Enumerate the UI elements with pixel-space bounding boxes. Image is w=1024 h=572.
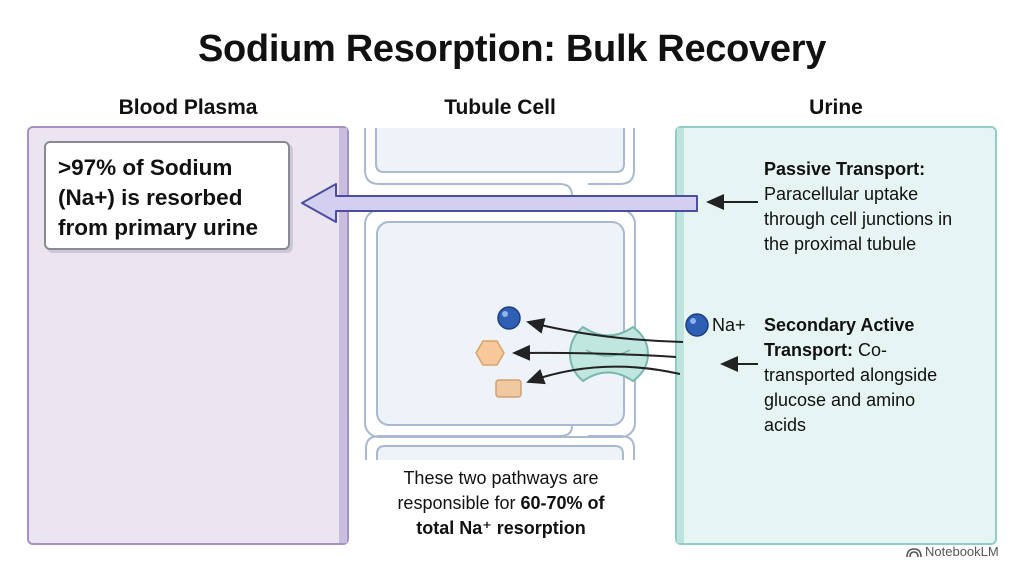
brand-label: NotebookLM bbox=[925, 544, 999, 559]
active-line-3: transported alongside bbox=[764, 365, 938, 385]
blood-membrane-stripe bbox=[339, 128, 347, 543]
blood-resorption-callout: >97% of Sodium (Na+) is resorbed from pr… bbox=[44, 141, 290, 250]
urine-heading: Urine bbox=[809, 96, 863, 119]
sodium-ion-highlight bbox=[502, 311, 508, 317]
passive-line-1: Paracellular uptake bbox=[764, 184, 919, 204]
active-line-2-rest: Co- bbox=[853, 340, 888, 360]
active-transport-label: Secondary Active Transport: Co- transpor… bbox=[764, 313, 937, 438]
sodium-ion-label: Na+ bbox=[712, 315, 746, 335]
blood-plasma-heading: Blood Plasma bbox=[118, 96, 258, 119]
active-heading-line-2: Transport: bbox=[764, 340, 854, 360]
callout-line-1: >97% of Sodium bbox=[58, 155, 233, 180]
urine-membrane-stripe bbox=[677, 128, 684, 543]
note-line-2-prefix: responsible for bbox=[397, 493, 521, 513]
sodium-ion-icon bbox=[497, 306, 521, 330]
note-line-2-bold: 60-70% of bbox=[520, 493, 605, 513]
glucose-flow-arrow bbox=[512, 344, 677, 361]
note-line-1: These two pathways are bbox=[403, 468, 599, 488]
pathways-summary-note: These two pathways are responsible for 6… bbox=[366, 462, 636, 546]
passive-line-3: the proximal tubule bbox=[764, 234, 917, 254]
notebooklm-logo-icon bbox=[906, 548, 922, 558]
passive-line-2: through cell junctions in bbox=[764, 209, 953, 229]
note-line-3: total Na⁺ resorption bbox=[416, 518, 586, 538]
passive-heading: Passive Transport: bbox=[764, 159, 926, 179]
active-line-5: acids bbox=[764, 415, 807, 435]
sodium-flow-arrow bbox=[526, 318, 684, 343]
urine-sodium-ion-icon bbox=[685, 313, 709, 337]
urine-panel bbox=[675, 126, 997, 545]
amino-acid-flow-arrow bbox=[526, 365, 681, 385]
paracellular-arrow bbox=[301, 183, 698, 223]
amino-acid-icon bbox=[495, 379, 522, 398]
callout-line-2: (Na+) is resorbed bbox=[58, 185, 243, 210]
brand-watermark: NotebookLM bbox=[906, 544, 999, 559]
tubule-cell-walls bbox=[364, 128, 636, 460]
glucose-icon bbox=[475, 340, 505, 366]
active-heading-line-1: Secondary Active bbox=[764, 315, 915, 335]
passive-transport-label: Passive Transport: Paracellular uptake t… bbox=[764, 157, 952, 257]
urine-sodium-ion-highlight bbox=[690, 318, 696, 324]
page-title: Sodium Resorption: Bulk Recovery bbox=[197, 28, 827, 70]
callout-line-3: from primary urine bbox=[58, 215, 259, 240]
tubule-cell-heading: Tubule Cell bbox=[444, 96, 556, 119]
active-line-4: glucose and amino bbox=[764, 390, 916, 410]
